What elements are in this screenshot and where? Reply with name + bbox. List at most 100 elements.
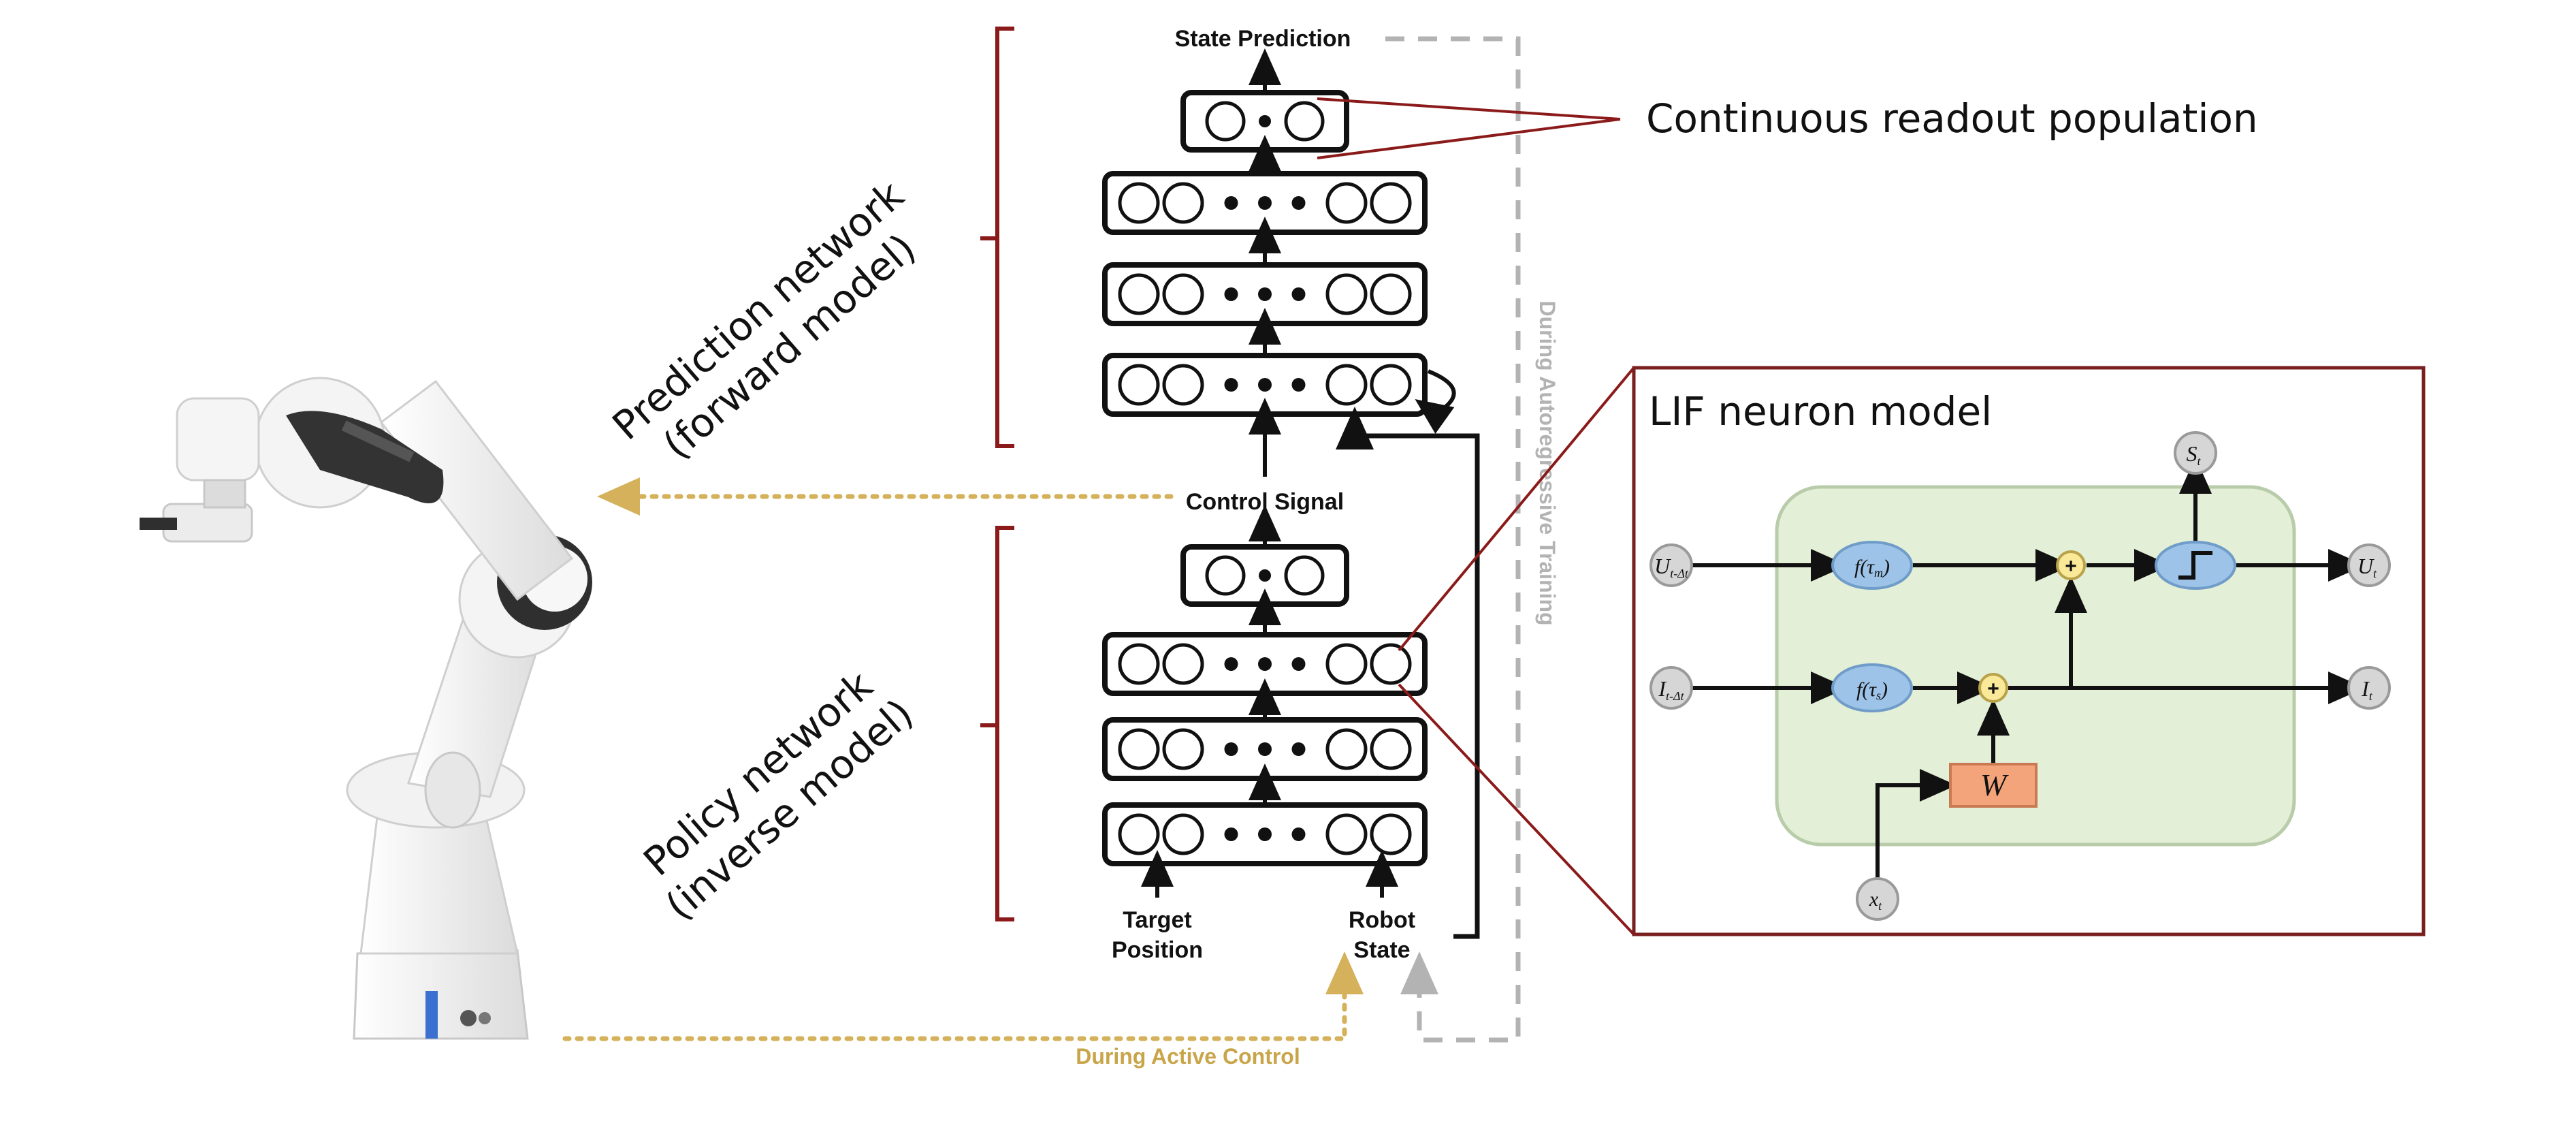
target-label-line2: Position (1112, 937, 1203, 963)
lif-title: LIF neuron model (1649, 388, 1992, 435)
neuron-unit (1118, 813, 1160, 855)
svg-text:xt: xt (1869, 888, 1882, 913)
prediction-bracket (980, 27, 1014, 448)
ellipsis-dot (1224, 827, 1238, 841)
active-control-path (562, 951, 1364, 1041)
target-label-line1: Target (1123, 907, 1191, 933)
pred-layer-2 (1102, 262, 1428, 326)
recurrent-loop-icon (1415, 369, 1456, 434)
ellipsis-dot (1224, 657, 1238, 671)
neuron-unit (1205, 555, 1246, 596)
neuron-unit (1284, 101, 1325, 142)
zoom-lines (1398, 366, 1635, 936)
ellipsis-dot (1291, 827, 1306, 841)
ellipsis-dot (1259, 569, 1271, 582)
ellipsis-dot (1258, 657, 1272, 671)
neuron-unit (1370, 813, 1412, 855)
ellipsis-dot (1258, 378, 1272, 392)
svg-text:f(τs): f(τs) (1856, 678, 1888, 702)
neuron-unit (1162, 364, 1204, 406)
active-control-label: During Active Control (1076, 1044, 1300, 1069)
state-prediction-label: State Prediction (1175, 26, 1351, 52)
current-adder: + (1978, 673, 2008, 703)
readout-pointer (1317, 97, 1621, 159)
ellipsis-dot (1291, 378, 1306, 392)
ellipsis-dot (1224, 196, 1238, 210)
ellipsis-dot (1291, 287, 1306, 301)
u-prev-node: Ut-Δt (1649, 543, 1693, 587)
neuron-unit (1370, 182, 1412, 224)
ellipsis-dot (1224, 742, 1238, 756)
continuous-readout-label: Continuous readout population (1646, 95, 2258, 142)
ellipsis-dot (1291, 742, 1306, 756)
x-input-node: xt (1856, 877, 1899, 921)
svg-text:It-Δt: It-Δt (1658, 676, 1684, 703)
f-tau-s-node: f(τs) (1831, 663, 1913, 712)
neuron-unit (1370, 273, 1412, 315)
u-out-node: Ut (2347, 543, 2391, 587)
spike-step-icon (2155, 541, 2236, 590)
membrane-adder: + (2056, 550, 2086, 580)
pred-layer-1 (1102, 353, 1428, 417)
neuron-unit (1118, 728, 1160, 770)
neuron-unit (1325, 182, 1368, 224)
svg-text:It: It (2361, 676, 2373, 703)
svg-text:+: + (1987, 678, 1999, 700)
ellipsis-dot (1291, 196, 1306, 210)
readout-layer-top (1180, 90, 1349, 153)
neuron-unit (1325, 273, 1368, 315)
svg-text:W: W (1980, 768, 2009, 802)
neuron-unit (1325, 728, 1368, 770)
control-signal-label: Control Signal (1186, 489, 1344, 515)
ellipsis-dot (1258, 827, 1272, 841)
neuron-unit (1370, 364, 1412, 406)
neuron-unit (1162, 728, 1204, 770)
policy-layer-3 (1102, 632, 1428, 696)
neuron-unit (1284, 555, 1325, 596)
neuron-unit (1118, 643, 1160, 685)
neuron-unit (1370, 728, 1412, 770)
svg-text:+: + (2065, 555, 2077, 578)
pred-layer-3 (1102, 171, 1428, 235)
svg-text:Ut-Δt: Ut-Δt (1654, 554, 1689, 580)
ellipsis-dot (1259, 115, 1271, 127)
robot-state-label-line2: State (1353, 937, 1410, 963)
robot-state-feedback-arrow (1336, 407, 1480, 939)
lif-neuron-panel: LIF neuron model Ut-Δt It-Δt f(τ (1632, 366, 2426, 936)
i-prev-node: It-Δt (1649, 666, 1693, 710)
weight-block: W (1949, 763, 2038, 808)
policy-bracket (980, 526, 1014, 921)
ellipsis-dot (1258, 287, 1272, 301)
ellipsis-dot (1224, 378, 1238, 392)
neuron-unit (1325, 364, 1368, 406)
prediction-network-label: Prediction network (604, 172, 913, 449)
neuron-unit (1162, 813, 1204, 855)
ellipsis-dot (1258, 196, 1272, 210)
neuron-unit (1118, 182, 1160, 224)
robot-arm-icon (140, 377, 592, 1040)
neuron-unit (1118, 273, 1160, 315)
network-stack (1102, 48, 1428, 898)
policy-layer-1 (1102, 802, 1428, 866)
f-tau-m-node: f(τm) (1831, 541, 1913, 590)
neuron-unit (1162, 643, 1204, 685)
neuron-unit (1205, 101, 1246, 142)
neuron-unit (1162, 182, 1204, 224)
neuron-unit (1370, 643, 1412, 685)
ellipsis-dot (1258, 742, 1272, 756)
ellipsis-dot (1224, 287, 1238, 301)
neuron-unit (1325, 813, 1368, 855)
neuron-unit (1325, 643, 1368, 685)
neuron-unit (1118, 364, 1160, 406)
ellipsis-dot (1291, 657, 1306, 671)
neuron-unit (1162, 273, 1204, 315)
svg-text:Ut: Ut (2357, 554, 2377, 580)
robot-state-label-line1: Robot (1349, 907, 1415, 933)
autoregressive-training-path (1385, 36, 1521, 1043)
i-out-node: It (2347, 666, 2391, 710)
readout-layer-control (1180, 544, 1349, 607)
svg-text:St: St (2186, 441, 2201, 468)
spike-output-node: St (2174, 431, 2217, 475)
svg-text:f(τm): f(τm) (1854, 556, 1890, 580)
